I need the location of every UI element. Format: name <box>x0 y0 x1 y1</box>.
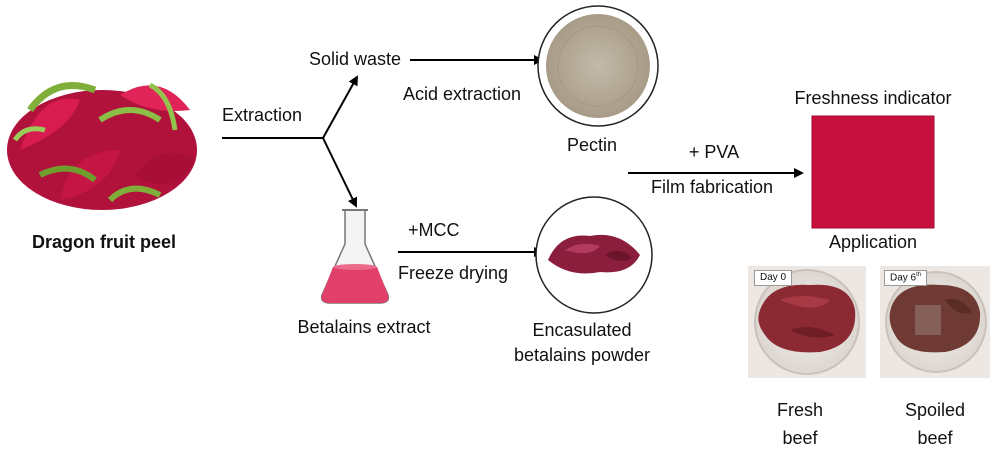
encapsulated-powder-image <box>535 196 653 314</box>
pva-label: + PVA <box>688 142 740 162</box>
fresh-day-tag: Day 0 <box>754 270 793 286</box>
extraction-label: Extraction <box>222 105 303 125</box>
dragon-fruit-peel-image <box>7 82 197 210</box>
spoiled-day-tag: Day 6th <box>884 270 928 287</box>
application-label: Application <box>828 232 918 252</box>
encapsulated-label-line2: betalains powder <box>513 345 651 365</box>
mcc-label: +MCC <box>408 220 460 240</box>
freshness-indicator-label: Freshness indicator <box>794 88 952 108</box>
arrow-to-solid-waste <box>322 75 358 139</box>
pectin-label: Pectin <box>566 135 618 155</box>
fresh-beef-label-line2: beef <box>782 428 818 448</box>
spoiled-beef-image <box>880 266 990 378</box>
solid-waste-label: Solid waste <box>309 49 402 69</box>
acid-extraction-label: Acid extraction <box>403 84 522 104</box>
arrow-to-betalains <box>322 137 358 208</box>
spoiled-beef-label-line2: beef <box>917 428 953 448</box>
betalains-flask-icon <box>320 209 390 304</box>
spoiled-beef-label-line1: Spoiled <box>904 400 966 420</box>
encapsulated-label-line1: Encasulated <box>532 320 632 340</box>
pectin-image <box>537 5 659 127</box>
film-fabrication-label: Film fabrication <box>651 177 774 197</box>
dragon-fruit-peel-label: Dragon fruit peel <box>31 232 177 252</box>
freshness-indicator-film <box>812 116 934 228</box>
spoiled-day-suffix: th <box>916 272 922 278</box>
betalains-extract-label: Betalains extract <box>297 317 431 337</box>
freeze-drying-label: Freeze drying <box>398 263 509 283</box>
fresh-beef-image <box>748 266 866 378</box>
fresh-beef-label-line1: Fresh <box>776 400 824 420</box>
spoiled-day-number: Day 6 <box>890 272 917 284</box>
